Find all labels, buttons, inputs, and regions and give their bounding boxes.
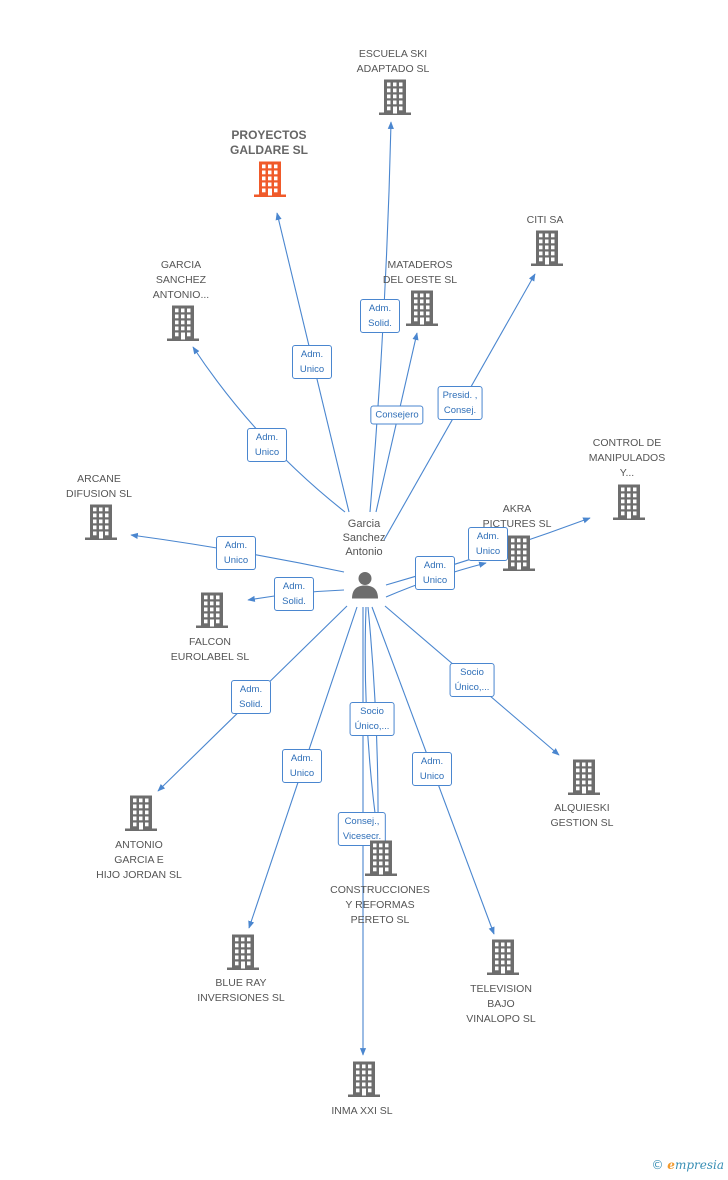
- company-name-garcia[interactable]: GARCIA SANCHEZ ANTONIO...: [152, 259, 210, 301]
- edge-label-television[interactable]: Adm. Unico: [412, 752, 452, 786]
- company-name-control[interactable]: CONTROL DE MANIPULADOS Y...: [588, 437, 666, 479]
- company-name-construcciones[interactable]: CONSTRUCCIONES Y REFORMAS PERETO SL: [330, 884, 430, 926]
- company-name-proyectos[interactable]: PROYECTOS GALDARE SL: [230, 128, 308, 157]
- edge-label-escuela[interactable]: Adm. Solid.: [360, 299, 400, 333]
- edge-label-proyectos[interactable]: Adm. Unico: [292, 345, 332, 379]
- building-icon-citi[interactable]: [531, 230, 563, 272]
- footer-brand: © empresia: [651, 1158, 724, 1172]
- building-icon-proyectos[interactable]: [254, 161, 286, 203]
- building-icon-escuela[interactable]: [379, 79, 411, 121]
- building-icon-falcon[interactable]: [196, 592, 228, 634]
- edge-label-falcon[interactable]: Adm. Solid.: [274, 577, 314, 611]
- company-name-akra[interactable]: AKRA PICTURES SL: [482, 503, 552, 530]
- edge-label-construcciones[interactable]: Consej., Vicesecr.: [337, 812, 387, 846]
- building-icon-control[interactable]: [613, 484, 645, 526]
- company-name-antonio[interactable]: ANTONIO GARCIA E HIJO JORDAN SL: [96, 839, 182, 881]
- building-icon-construcciones[interactable]: [365, 840, 397, 882]
- company-name-television[interactable]: TELEVISION BAJO VINALOPO SL: [466, 983, 536, 1025]
- edge-label-arcane[interactable]: Adm. Unico: [216, 536, 256, 570]
- brand-name: mpresia: [674, 1158, 724, 1172]
- company-name-blueray[interactable]: BLUE RAY INVERSIONES SL: [197, 977, 285, 1004]
- person-icon[interactable]: [350, 570, 380, 605]
- edge-label-construcciones[interactable]: Socio Único,...: [349, 702, 395, 736]
- building-icon-television[interactable]: [487, 939, 519, 981]
- edge-label-antonio[interactable]: Adm. Solid.: [231, 680, 271, 714]
- company-name-arcane[interactable]: ARCANE DIFUSION SL: [66, 473, 132, 500]
- edge-label-mataderos[interactable]: Consejero: [370, 405, 424, 425]
- company-name-alquieski[interactable]: ALQUIESKI GESTION SL: [550, 802, 614, 829]
- company-name-inma[interactable]: INMA XXI SL: [331, 1105, 393, 1117]
- edge-label-citi[interactable]: Presid. , Consej.: [437, 386, 483, 420]
- building-icon-garcia[interactable]: [167, 305, 199, 347]
- building-icon-alquieski[interactable]: [568, 759, 600, 801]
- company-name-falcon[interactable]: FALCON EUROLABEL SL: [170, 636, 250, 663]
- building-icon-inma[interactable]: [348, 1061, 380, 1103]
- edge-label-control[interactable]: Adm. Unico: [468, 527, 508, 561]
- brand-initial: e: [667, 1158, 675, 1172]
- edge-label-blueray[interactable]: Adm. Unico: [282, 749, 322, 783]
- building-icon-akra[interactable]: [503, 535, 535, 577]
- building-icon-arcane[interactable]: [85, 504, 117, 546]
- company-name-mataderos[interactable]: MATADEROS DEL OESTE SL: [382, 259, 458, 286]
- building-icon-antonio[interactable]: [125, 795, 157, 837]
- copyright-symbol: ©: [651, 1158, 664, 1172]
- center-person-name: Garcia Sanchez Antonio: [342, 518, 386, 558]
- company-name-escuela[interactable]: ESCUELA SKI ADAPTADO SL: [356, 48, 430, 75]
- company-name-citi[interactable]: CITI SA: [526, 214, 564, 226]
- building-icon-blueray[interactable]: [227, 934, 259, 976]
- building-icon-mataderos[interactable]: [406, 290, 438, 332]
- edge-label-akra[interactable]: Adm. Unico: [415, 556, 455, 590]
- edge-label-alquieski[interactable]: Socio Único,...: [449, 663, 495, 697]
- edge-label-garcia[interactable]: Adm. Unico: [247, 428, 287, 462]
